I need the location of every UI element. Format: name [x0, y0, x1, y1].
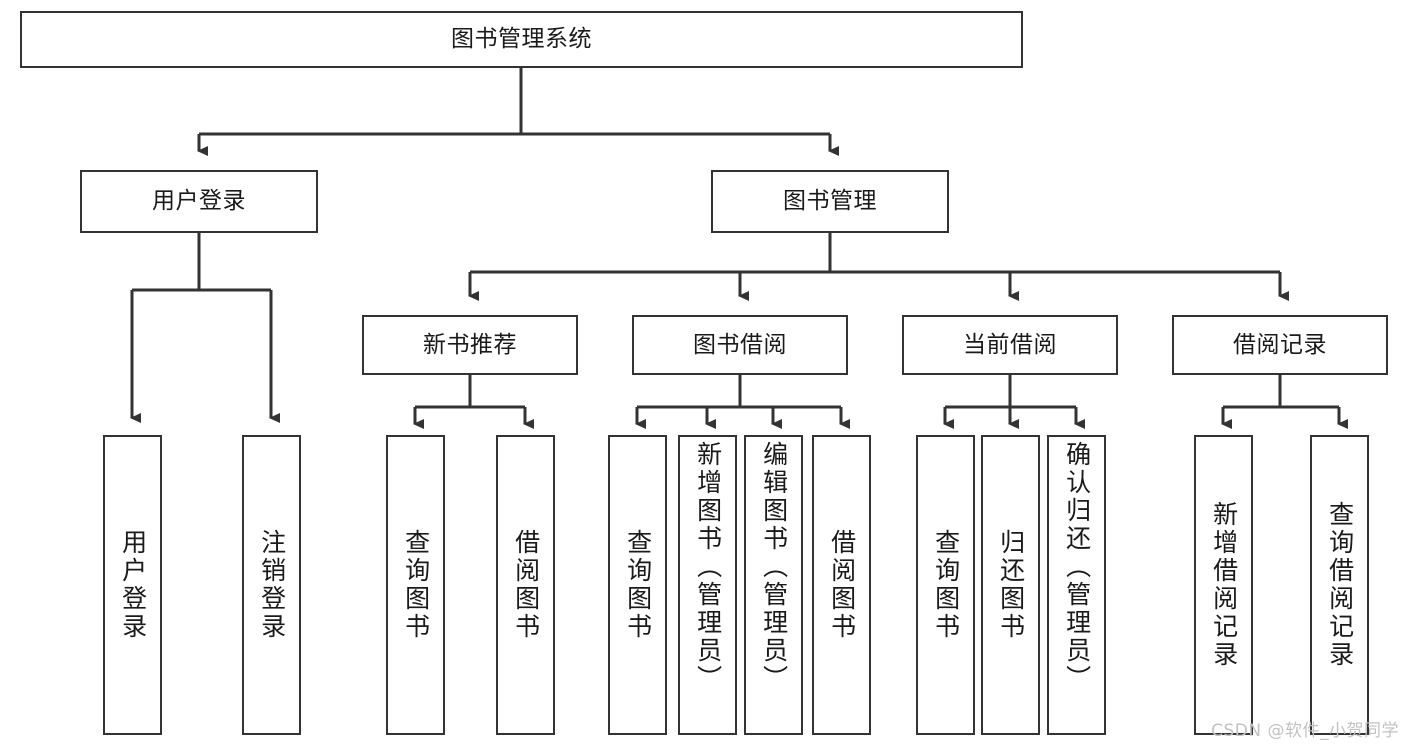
leaf-current-borrow-2-label: 归还图书 [996, 529, 1026, 641]
leaf-borrow-record-2-label: 查询借阅记录 [1325, 501, 1355, 669]
leaf-new-book-1[interactable]: 查询图书 [386, 435, 445, 735]
leaf-user-login-1-label: 用户登录 [118, 529, 148, 641]
node-new-book-recommend[interactable]: 新书推荐 [362, 315, 578, 375]
leaf-borrow-record-2[interactable]: 查询借阅记录 [1310, 435, 1369, 735]
node-book-borrow-label: 图书借阅 [693, 331, 787, 358]
leaf-borrow-record-1-label: 新增借阅记录 [1209, 501, 1239, 669]
node-root[interactable]: 图书管理系统 [20, 11, 1023, 68]
leaf-book-borrow-1-label: 查询图书 [623, 529, 653, 641]
leaf-user-login-2[interactable]: 注销登录 [242, 435, 301, 735]
leaf-new-book-2[interactable]: 借阅图书 [496, 435, 555, 735]
leaf-book-borrow-3[interactable]: 编辑图书（管理员） [744, 435, 803, 735]
leaf-book-borrow-2[interactable]: 新增图书（管理员） [678, 435, 737, 735]
node-user-login[interactable]: 用户登录 [80, 170, 318, 233]
leaf-current-borrow-2[interactable]: 归还图书 [981, 435, 1040, 735]
node-borrow-record[interactable]: 借阅记录 [1172, 315, 1388, 375]
leaf-book-borrow-3-label: 编辑图书（管理员） [759, 441, 789, 693]
leaf-new-book-1-label: 查询图书 [401, 529, 431, 641]
leaf-current-borrow-1-label: 查询图书 [931, 529, 961, 641]
leaf-current-borrow-1[interactable]: 查询图书 [916, 435, 975, 735]
node-root-label: 图书管理系统 [451, 26, 592, 53]
leaf-current-borrow-3-label: 确认归还（管理员） [1062, 441, 1092, 693]
leaf-borrow-record-1[interactable]: 新增借阅记录 [1194, 435, 1253, 735]
node-new-book-recommend-label: 新书推荐 [423, 331, 517, 358]
node-book-manage[interactable]: 图书管理 [711, 170, 949, 233]
leaf-book-borrow-4-label: 借阅图书 [827, 529, 857, 641]
node-current-borrow[interactable]: 当前借阅 [902, 315, 1118, 375]
node-current-borrow-label: 当前借阅 [963, 331, 1057, 358]
leaf-book-borrow-1[interactable]: 查询图书 [608, 435, 667, 735]
leaf-user-login-2-label: 注销登录 [257, 529, 287, 641]
leaf-book-borrow-2-label: 新增图书（管理员） [693, 441, 723, 693]
leaf-new-book-2-label: 借阅图书 [511, 529, 541, 641]
leaf-book-borrow-4[interactable]: 借阅图书 [812, 435, 871, 735]
node-user-login-label: 用户登录 [152, 188, 246, 215]
leaf-user-login-1[interactable]: 用户登录 [103, 435, 162, 735]
node-book-manage-label: 图书管理 [783, 188, 877, 215]
node-book-borrow[interactable]: 图书借阅 [632, 315, 848, 375]
leaf-current-borrow-3[interactable]: 确认归还（管理员） [1047, 435, 1106, 735]
node-borrow-record-label: 借阅记录 [1233, 331, 1327, 358]
csdn-watermark: CSDN @软件_小贺同学 [1211, 721, 1399, 741]
